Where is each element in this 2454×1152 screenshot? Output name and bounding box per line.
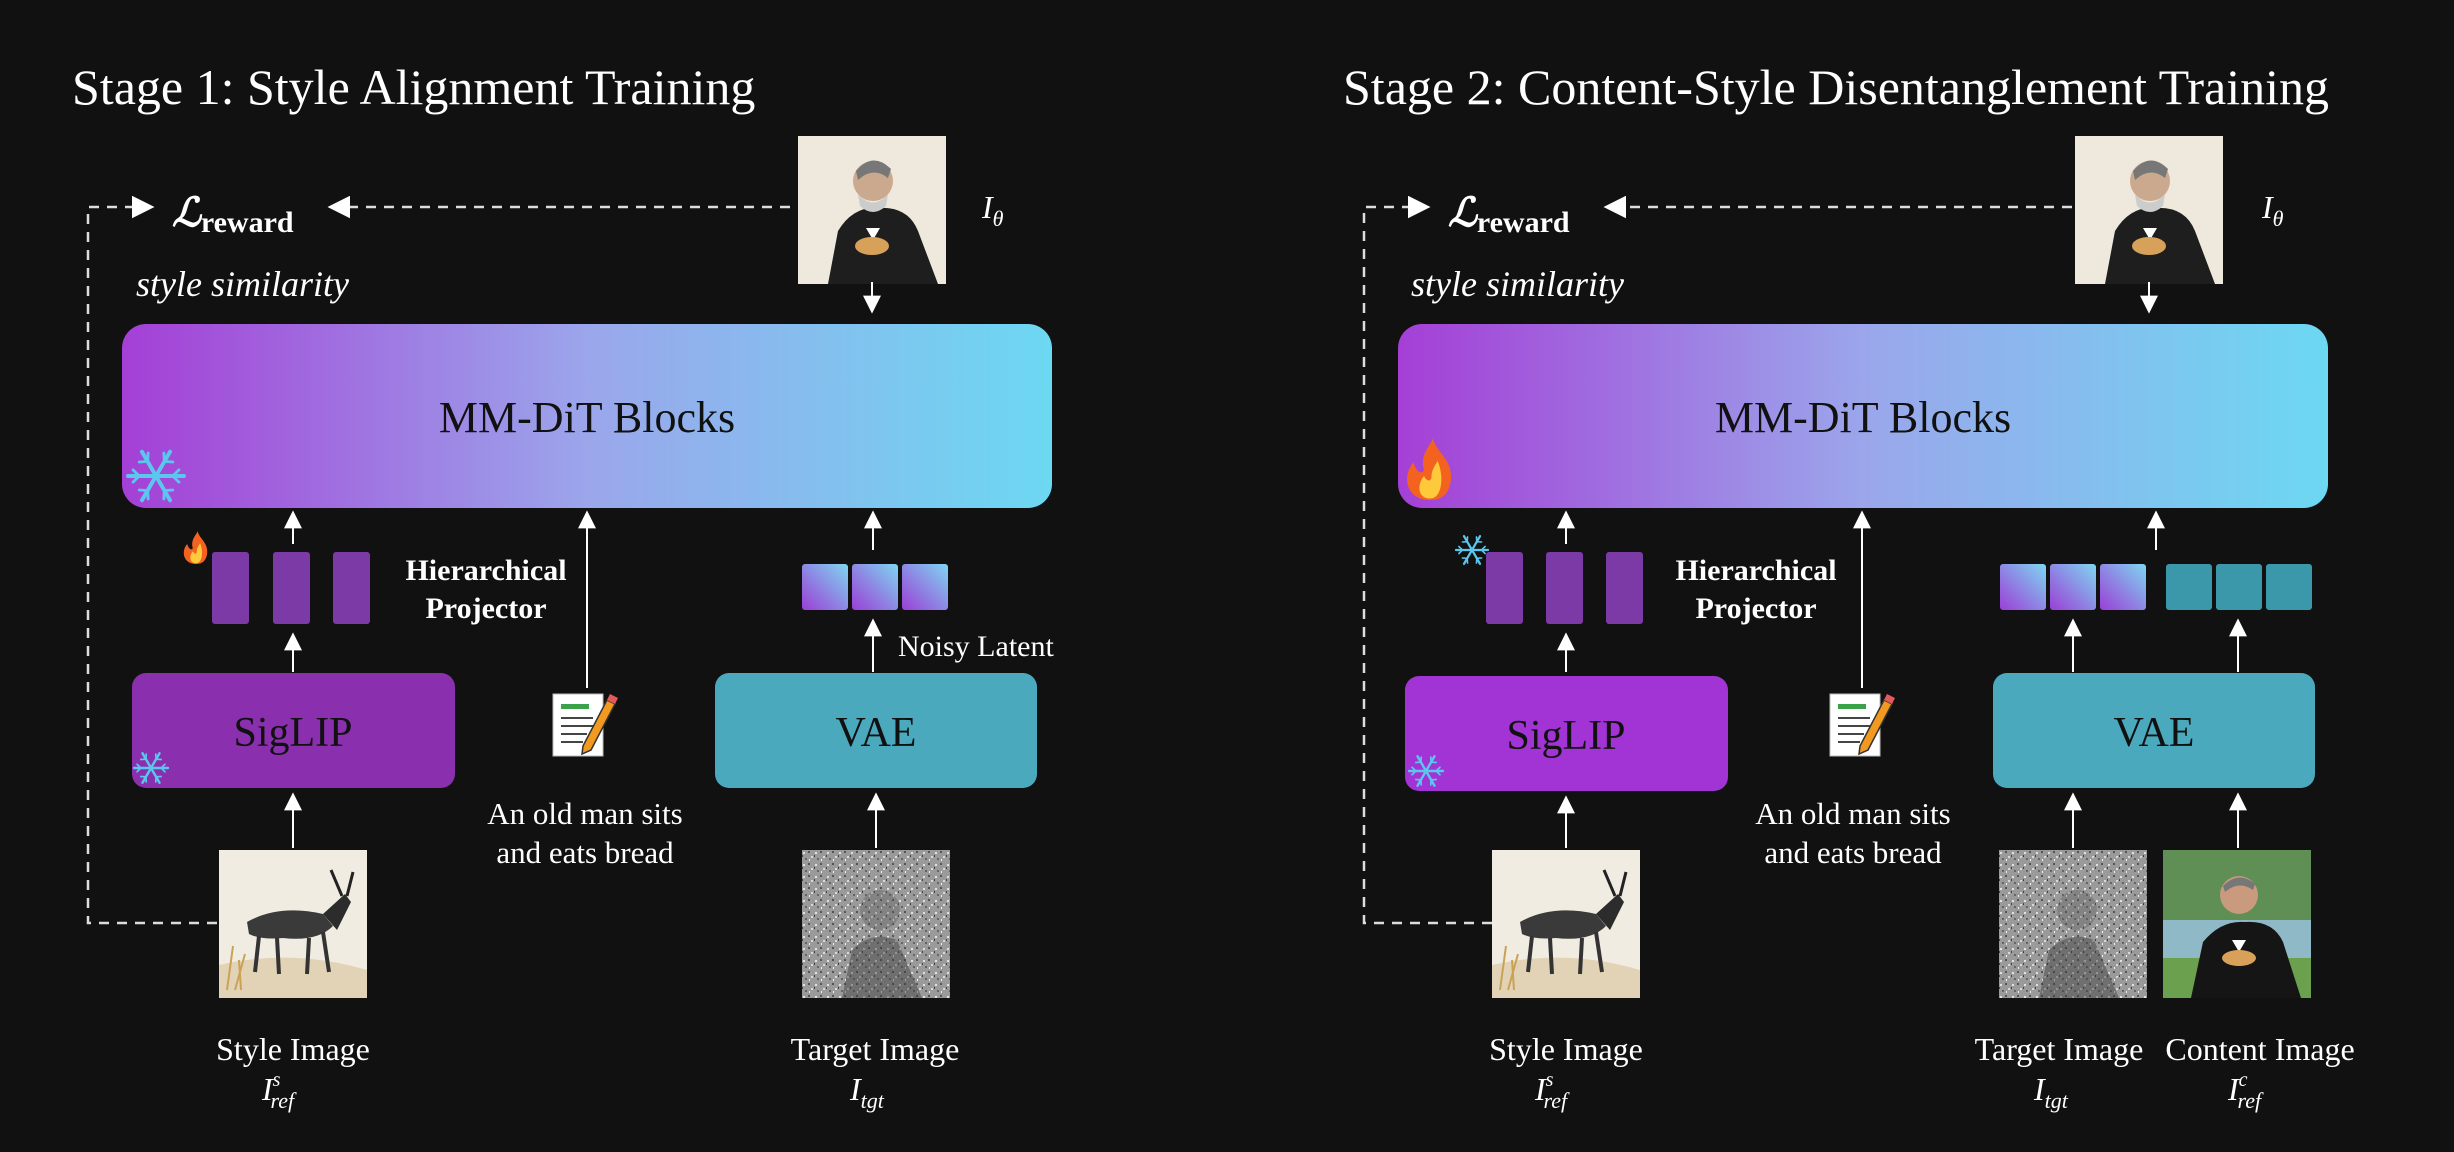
stage1-noisy-latent-label: Noisy Latent	[898, 630, 1054, 663]
stage2-target-image-caption: Target Image	[1975, 1031, 2144, 1067]
stage2-content-latent-tokens	[2166, 564, 2312, 610]
stage2-siglip-label: SigLIP	[1506, 713, 1625, 759]
stage1-noisy-latent-tokens	[802, 564, 948, 610]
stage1-output-image	[798, 136, 946, 284]
stage2-target-image-symbol: Itgt	[2033, 1071, 2069, 1113]
stage2-similarity-label: style similarity	[1411, 264, 1624, 304]
stage2-output-label: Iθ	[2261, 189, 2284, 231]
stage2-title: Stage 2: Content-Style Disentanglement T…	[1343, 59, 2329, 115]
stage2-reward-loop-arrow	[1362, 195, 1492, 925]
stage2-vae-encoder	[1993, 673, 2315, 788]
snowflake-icon	[1456, 536, 1488, 564]
stage2-projector-tokens	[1486, 552, 1643, 624]
stage2-mmdit-label: MM-DiT Blocks	[1715, 393, 2011, 442]
stage2-output-image	[2075, 136, 2223, 284]
stage2-style-image-caption: Style Image	[1489, 1031, 1643, 1067]
stage2-content-image	[2163, 850, 2311, 998]
stage2-vae-label: VAE	[2114, 710, 2195, 756]
stage1-title: Stage 1: Style Alignment Training	[72, 59, 755, 115]
stage1-vae-encoder	[715, 673, 1037, 788]
stage2-target-latent-tokens	[2000, 564, 2146, 610]
stage1-mmdit-label: MM-DiT Blocks	[439, 393, 735, 442]
stage1-target-image-caption: Target Image	[791, 1031, 960, 1067]
stage2-content-image-caption: Content Image	[2165, 1031, 2354, 1067]
stage2-mmdit-block	[1398, 324, 2328, 508]
stage1-loss-label: ℒreward	[172, 190, 294, 239]
stage1-siglip-encoder	[132, 673, 455, 788]
stage1-vae-label: VAE	[836, 710, 917, 756]
stage2-target-image	[1999, 850, 2147, 998]
stage1-projector-tokens	[212, 552, 370, 624]
stage2-style-image	[1490, 848, 1642, 1000]
fire-icon	[183, 531, 208, 564]
stage1-reward-loop-arrow	[86, 195, 217, 925]
memo-icon	[1829, 693, 1896, 757]
stage2-loss-label: ℒreward	[1448, 190, 1570, 239]
stage1-panel: Stage 1: Style Alignment Training ℒrewar…	[72, 59, 1054, 1113]
stage2-siglip-encoder	[1405, 676, 1728, 791]
memo-icon	[552, 693, 619, 757]
stage1-output-label: Iθ	[981, 189, 1004, 231]
stage1-siglip-label: SigLIP	[233, 710, 352, 756]
stage1-mmdit-block	[122, 324, 1052, 508]
stage1-style-image	[217, 848, 369, 1000]
stage2-panel: Stage 2: Content-Style Disentanglement T…	[1343, 59, 2355, 1113]
stage1-style-image-caption: Style Image	[216, 1031, 370, 1067]
stage1-target-image-symbol: Itgt	[849, 1071, 885, 1113]
stage1-target-image	[802, 850, 950, 998]
stage1-similarity-label: style similarity	[136, 264, 349, 304]
